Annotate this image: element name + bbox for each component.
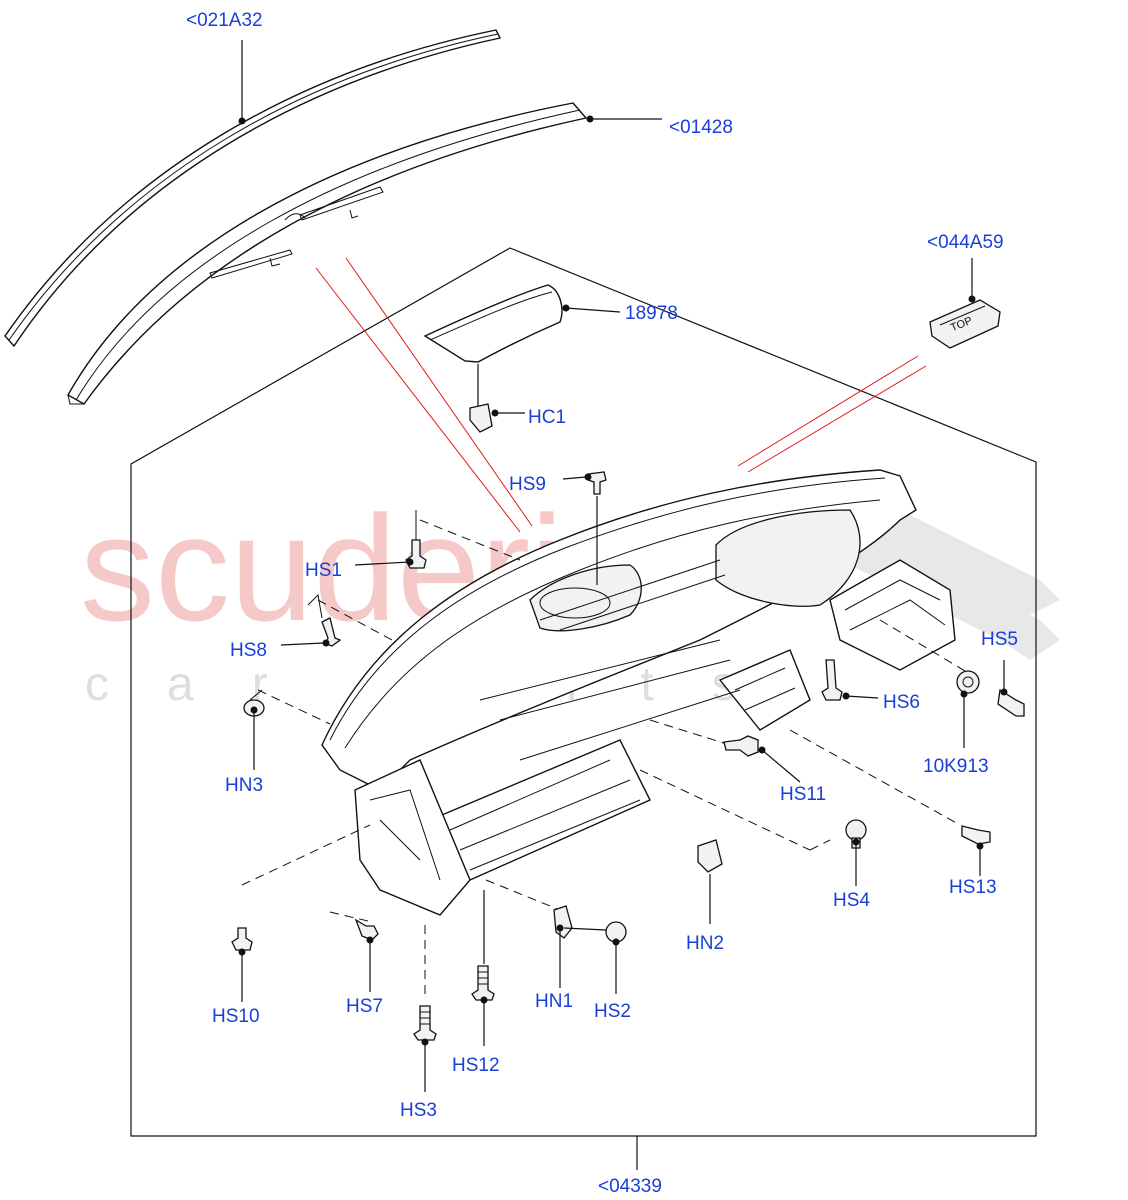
fastener-hn1: [553, 905, 573, 939]
label-01428: <01428: [669, 117, 733, 138]
fastener-hs9: [587, 471, 607, 585]
label-hs7: HS7: [346, 996, 383, 1017]
fastener-hs12: [471, 965, 495, 1001]
label-hs11: HS11: [780, 784, 826, 805]
leader-hs1: [354, 561, 411, 566]
label-hs12: HS12: [452, 1055, 500, 1076]
fastener-hs11: [723, 735, 759, 757]
fastener-hs5: [997, 688, 1025, 717]
label-021A32: <021A32: [186, 10, 263, 31]
upper-panel-01428: [67, 102, 588, 405]
fastener-routing-lines: [241, 519, 981, 1000]
label-18978: 18978: [625, 303, 678, 324]
leader-hs8: [280, 642, 325, 646]
fastener-hs7: [354, 918, 379, 941]
trim-strip-021A32: [4, 29, 502, 348]
label-hs8: HS8: [230, 640, 267, 661]
label-044A59: <044A59: [927, 232, 1004, 253]
cover-panel-18978: [423, 284, 563, 363]
fastener-hs10: [231, 927, 253, 951]
dashboard-assembly: [321, 469, 956, 916]
fastener-hs3: [413, 1005, 437, 1041]
link-hn1-hs2: [563, 927, 607, 931]
fastener-hn2: [697, 839, 723, 873]
fastener-hs6: [821, 659, 843, 701]
label-hs13: HS13: [949, 877, 997, 898]
label-hs4: HS4: [833, 890, 870, 911]
assembly-boundary: [130, 247, 1037, 1137]
label-hn2: HN2: [686, 933, 724, 954]
label-hs2: HS2: [594, 1001, 631, 1022]
clip-hc1: [469, 403, 493, 433]
label-10K913: 10K913: [923, 756, 989, 777]
label-hs6: HS6: [883, 692, 920, 713]
position-indicator-lines: [315, 257, 927, 533]
clip-044A59: TOP: [929, 299, 1001, 349]
label-hs1: HS1: [305, 560, 342, 581]
label-hn3: HN3: [225, 775, 263, 796]
fastener-hs8: [307, 593, 342, 647]
leader-hs11: [761, 749, 801, 783]
label-04339: <04339: [598, 1176, 662, 1197]
label-hn1: HN1: [535, 991, 573, 1012]
label-hc1: HC1: [528, 407, 566, 428]
label-hs5: HS5: [981, 629, 1018, 650]
leader-hs6: [845, 695, 879, 699]
fastener-hs13: [961, 825, 991, 845]
label-hs3: HS3: [400, 1100, 437, 1121]
leader-18978: [565, 307, 621, 313]
leader-hs9: [562, 476, 587, 480]
callout-labels: <021A32 <01428 <044A59 18978 HC1 HS9 HS1…: [186, 10, 1018, 1197]
label-hs9: HS9: [509, 474, 546, 495]
fastener-10K913: [956, 670, 980, 694]
label-hs10: HS10: [212, 1006, 260, 1027]
